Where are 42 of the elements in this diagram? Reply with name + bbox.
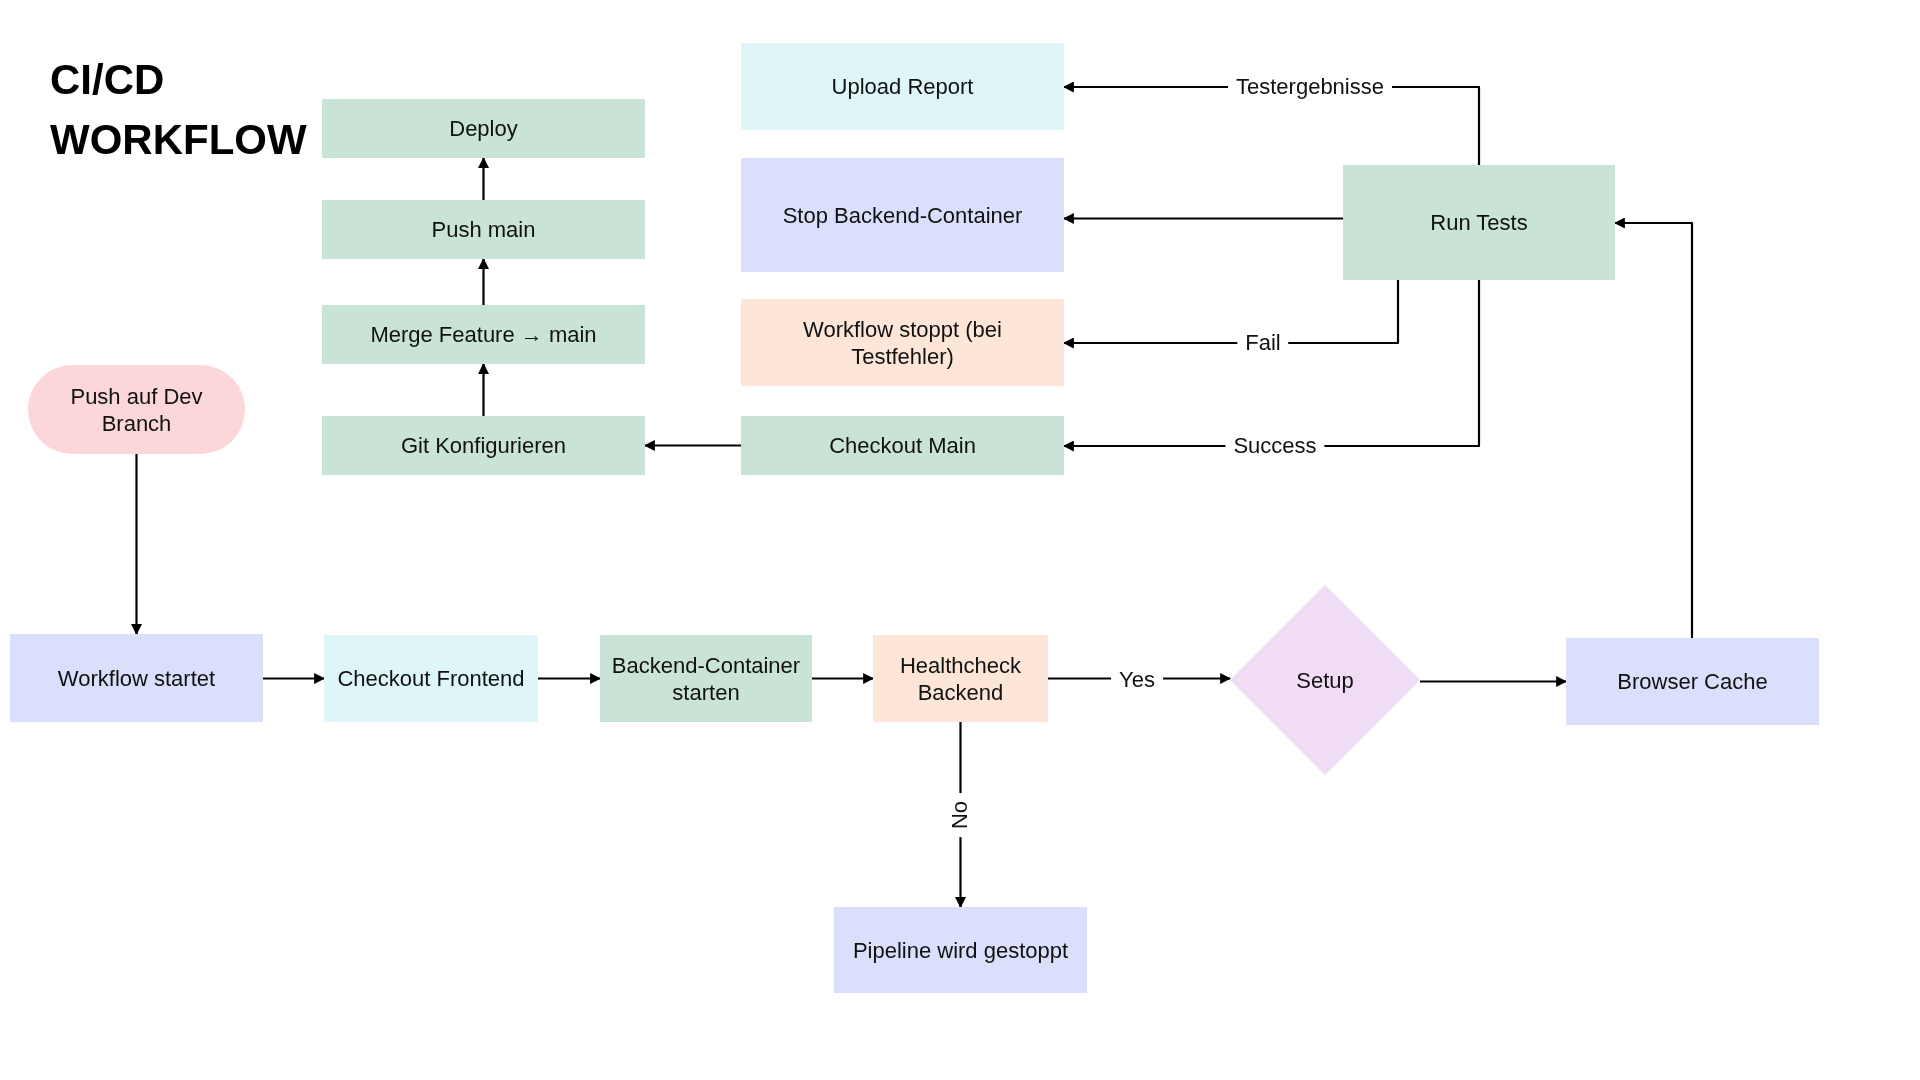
node-text: Checkout Frontend [336, 665, 526, 692]
process-box [741, 43, 1064, 130]
process-box [324, 635, 538, 722]
process-box [322, 416, 645, 475]
arrow [478, 156, 489, 200]
arrow [812, 673, 875, 684]
decision-diamond [1230, 585, 1420, 775]
node-text: Workflow stoppt (bei Testfehler) [802, 315, 1003, 370]
process-box [10, 634, 263, 722]
process-box [322, 99, 645, 158]
node-text: Pipeline wird gestoppt [851, 936, 1070, 964]
process-box [322, 200, 645, 259]
arrow [478, 362, 489, 416]
node-text: Merge Feature → main [369, 321, 598, 348]
arrow [263, 673, 326, 684]
node-text: Run Tests [1429, 209, 1529, 236]
process-box [322, 305, 645, 364]
process-box [741, 416, 1064, 475]
process-box [873, 635, 1048, 722]
arrow [1420, 676, 1568, 687]
node-text: Git Konfigurieren [399, 432, 568, 459]
process-box [1566, 638, 1819, 725]
process-box [1343, 165, 1615, 280]
node-text: Stop Backend-Container [781, 201, 1024, 229]
node-text: Push auf Dev Branch [69, 382, 204, 437]
process-box [741, 299, 1064, 386]
arrow [478, 257, 489, 305]
node-text: Healthcheck Backend [898, 651, 1023, 706]
node-text: Browser Cache [1616, 668, 1769, 695]
node-text: Workflow startet [56, 664, 217, 692]
process-box [600, 635, 812, 722]
process-box [834, 907, 1087, 993]
title: CI/CD WORKFLOW [50, 55, 308, 165]
node-text: Backend-Container starten [610, 651, 802, 706]
node-text: Upload Report [830, 73, 975, 100]
process-box [741, 158, 1064, 272]
node-text: Setup [1295, 666, 1355, 694]
arrow [538, 673, 602, 684]
node-text: Push main [430, 216, 537, 243]
node-text: Deploy [448, 115, 519, 142]
arrow [131, 454, 142, 636]
node-text: Checkout Main [828, 432, 977, 459]
